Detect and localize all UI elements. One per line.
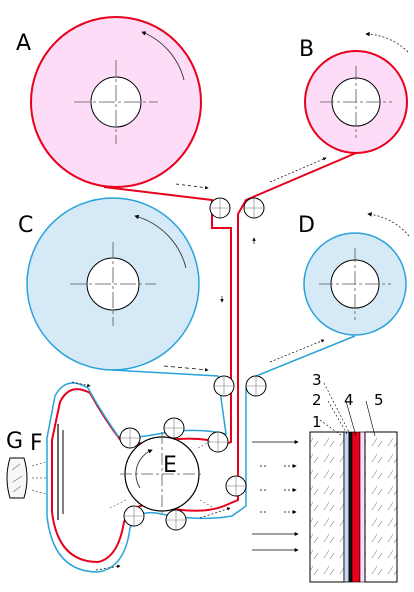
motion-arrows xyxy=(71,157,327,571)
label-5: 5 xyxy=(374,391,384,409)
drum-e xyxy=(109,432,215,516)
label-1: 1 xyxy=(312,413,322,431)
reel-b xyxy=(304,31,409,154)
guide-rollers xyxy=(119,197,267,531)
label-2: 2 xyxy=(312,391,322,409)
layer-4-interlayer xyxy=(351,431,361,583)
reel-a-hub xyxy=(90,76,142,128)
rotation-arrow-c xyxy=(134,214,187,269)
rotation-arrow-d xyxy=(367,212,410,237)
reel-d xyxy=(303,212,410,336)
heat-arrows xyxy=(252,440,299,552)
label-b: B xyxy=(299,37,314,62)
heater-f xyxy=(57,424,64,520)
label-d: D xyxy=(298,213,315,238)
label-g: G xyxy=(6,429,23,454)
reel-a xyxy=(30,16,202,188)
label-3: 3 xyxy=(312,371,322,389)
lamp-g xyxy=(6,457,28,499)
layer-3 xyxy=(348,431,353,583)
rotation-arrow-a xyxy=(141,31,185,81)
label-c: C xyxy=(18,213,33,238)
laminate-cross-section xyxy=(309,382,398,583)
glass-pane-5 xyxy=(364,431,398,583)
label-4: 4 xyxy=(344,391,354,409)
label-e: E xyxy=(163,453,177,478)
blue-film-path xyxy=(46,335,356,573)
glass-pane-1 xyxy=(309,431,345,583)
label-a: A xyxy=(16,31,31,56)
layer-4b xyxy=(359,431,366,583)
label-f: F xyxy=(30,431,43,456)
reel-c xyxy=(26,197,200,371)
rotation-arrow-b xyxy=(365,31,409,53)
layer-2 xyxy=(343,431,350,583)
